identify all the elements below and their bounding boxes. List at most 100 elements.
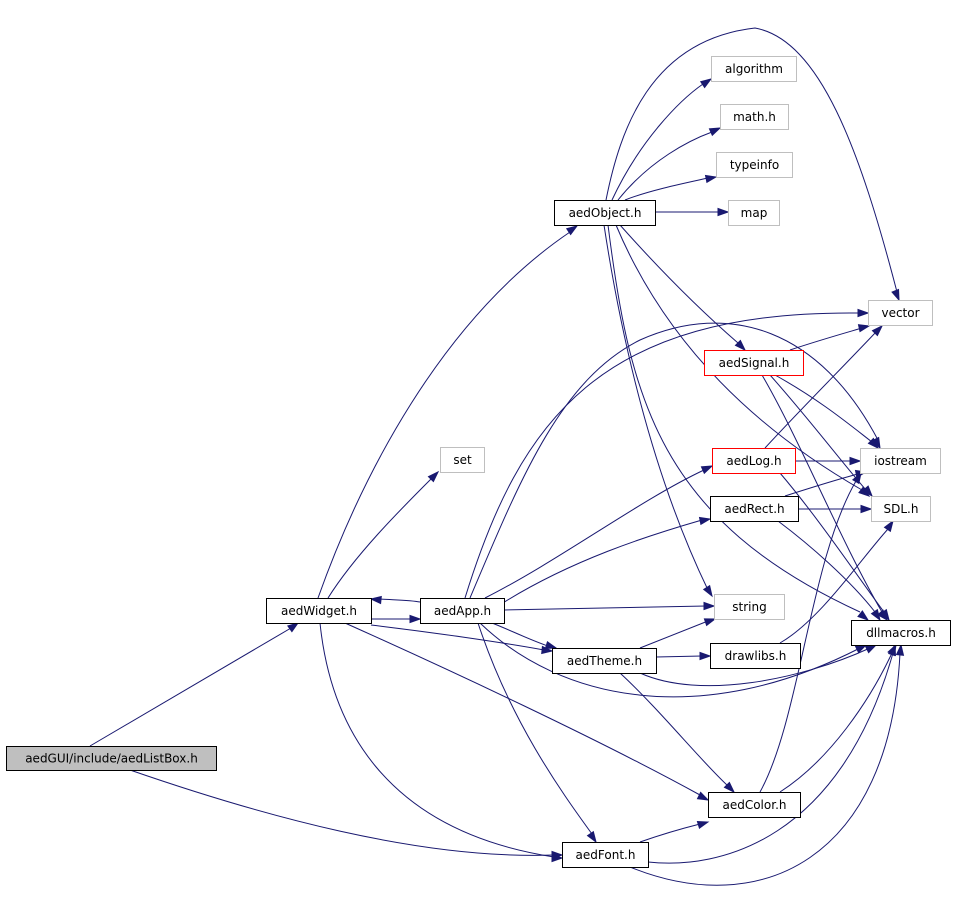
- nodes-layer: aedGUI/include/aedListBox.h aedWidget.h ae…: [6, 56, 951, 868]
- node-box: [871, 496, 931, 522]
- node-iostream: iostream: [860, 448, 941, 474]
- edge-aedObject-to-map: [655, 207, 730, 217]
- edge-aedObject-to-math: [617, 127, 722, 201]
- arrowhead-icon: [860, 504, 873, 514]
- node-aedTheme[interactable]: aedTheme.h: [552, 648, 657, 674]
- edge-line: [344, 622, 701, 796]
- node-box: [851, 620, 951, 646]
- node-map: map: [728, 200, 780, 226]
- edge-line: [617, 131, 713, 201]
- arrowhead-icon: [369, 595, 382, 605]
- node-aedRect[interactable]: aedRect.h: [710, 496, 799, 522]
- edge-aedTheme-to-dllmacros: [639, 644, 878, 687]
- edge-drawlibs-to-SDL: [779, 519, 894, 644]
- arrowhead-icon: [871, 324, 884, 337]
- node-box: [712, 448, 796, 474]
- node-label: drawlibs.h: [725, 649, 787, 663]
- node-aedColor[interactable]: aedColor.h: [708, 792, 801, 818]
- edge-line: [503, 605, 707, 611]
- node-box: [704, 350, 804, 376]
- arrowhead-icon: [891, 288, 900, 302]
- edge-aedRect-to-SDL: [798, 504, 873, 514]
- edge-aedApp-to-aedFont: [477, 622, 597, 844]
- arrowhead-icon: [854, 644, 868, 654]
- edge-line: [477, 622, 593, 835]
- node-box: [554, 200, 656, 226]
- node-label: aedWidget.h: [281, 604, 357, 618]
- node-label: aedTheme.h: [567, 654, 642, 668]
- edge-aedWidget-to-aedTheme: [370, 624, 554, 655]
- arrowhead-icon: [696, 791, 710, 801]
- edge-line: [327, 477, 433, 599]
- edge-aedColor-to-iostream: [759, 471, 862, 793]
- node-set: set: [440, 447, 485, 473]
- edge-line: [774, 374, 873, 443]
- arrowhead-icon: [427, 470, 440, 483]
- edge-line: [469, 322, 879, 599]
- arrowhead-icon: [734, 339, 747, 352]
- node-aedSignal[interactable]: aedSignal.h: [704, 350, 804, 376]
- edge-line: [655, 655, 703, 658]
- edge-aedObject-to-vector: [605, 27, 900, 302]
- node-box: [552, 648, 657, 674]
- edge-line: [319, 622, 555, 858]
- node-label: aedApp.h: [434, 604, 491, 618]
- arrowhead-icon: [544, 640, 558, 650]
- edge-line: [484, 469, 705, 599]
- node-algorithm: algorithm: [711, 56, 797, 82]
- node-aedLog[interactable]: aedLog.h: [712, 448, 796, 474]
- arrowhead-icon: [699, 78, 713, 89]
- node-box: [868, 300, 933, 326]
- arrowhead-icon: [887, 643, 897, 657]
- node-aedFont[interactable]: aedFont.h: [562, 842, 649, 868]
- node-typeinfo: typeinfo: [716, 152, 793, 178]
- node-label: algorithm: [725, 62, 783, 76]
- edge-line: [624, 177, 709, 201]
- arrowhead-icon: [861, 485, 873, 498]
- node-drawlibs[interactable]: drawlibs.h: [710, 643, 801, 669]
- edge-line: [761, 374, 883, 613]
- edge-aedApp-to-aedTheme: [491, 622, 558, 650]
- node-label: dllmacros.h: [866, 626, 936, 640]
- edge-line: [607, 224, 861, 613]
- edge-line: [491, 622, 549, 647]
- edge-line: [764, 331, 877, 449]
- edge-aedFont-to-aedColor: [639, 820, 710, 843]
- arrowhead-icon: [883, 519, 894, 533]
- node-label: typeinfo: [730, 158, 779, 172]
- node-box: [562, 842, 649, 868]
- node-label: aedObject.h: [569, 206, 642, 220]
- edge-aedRect-to-dllmacros: [777, 520, 881, 622]
- edge-aedObject-to-dllmacros: [607, 224, 870, 621]
- arrowhead-icon: [723, 781, 736, 794]
- node-label: string: [732, 600, 766, 614]
- edge-line: [464, 312, 861, 599]
- node-box: [728, 200, 780, 226]
- arrowhead-icon: [870, 608, 881, 622]
- edge-aedListBox-to-aedFont: [129, 769, 564, 860]
- node-aedApp[interactable]: aedApp.h: [420, 598, 505, 624]
- node-string: string: [714, 594, 785, 620]
- node-label: SDL.h: [884, 502, 919, 516]
- edge-aedApp-to-dllmacros: [479, 622, 868, 698]
- arrowhead-icon: [700, 465, 714, 475]
- arrowhead-icon: [703, 618, 717, 627]
- node-aedListBox[interactable]: aedGUI/include/aedListBox.h: [6, 746, 217, 771]
- node-aedObject[interactable]: aedObject.h: [554, 200, 656, 226]
- arrowhead-icon: [586, 830, 597, 844]
- arrowhead-icon: [857, 324, 871, 333]
- edge-line: [639, 823, 701, 843]
- node-label: vector: [881, 306, 919, 320]
- node-aedWidget[interactable]: aedWidget.h: [266, 598, 372, 624]
- arrowhead-icon: [703, 601, 716, 611]
- edge-aedObject-to-string: [603, 224, 713, 598]
- node-dllmacros[interactable]: dllmacros.h: [851, 620, 951, 646]
- edge-aedWidget-to-aedApp: [371, 614, 422, 624]
- arrowhead-icon: [699, 651, 712, 661]
- edge-line: [370, 624, 545, 651]
- edge-aedLog-to-vector: [764, 324, 884, 449]
- edge-line: [611, 83, 704, 201]
- node-box: [720, 104, 789, 130]
- edge-aedSignal-to-vector: [789, 324, 871, 351]
- node-box: [708, 792, 801, 818]
